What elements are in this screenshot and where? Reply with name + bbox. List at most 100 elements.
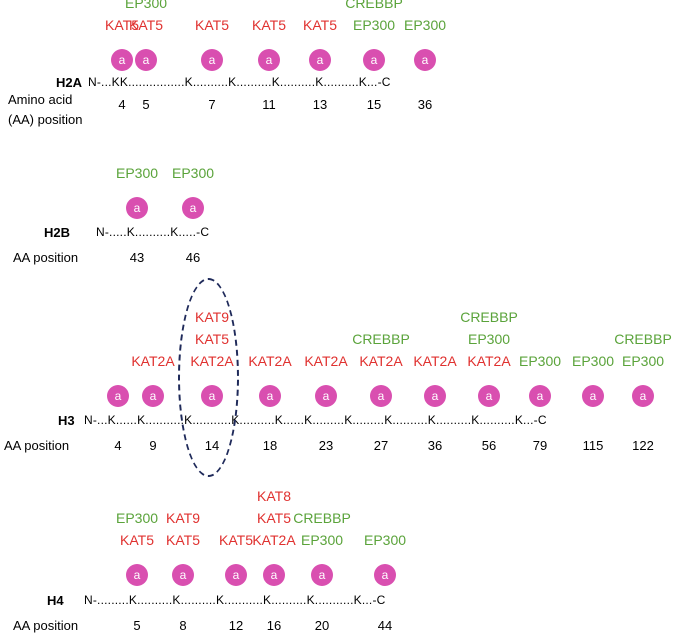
acetylation-mark: a: [529, 385, 551, 407]
position-label: AA position: [4, 438, 70, 453]
aa-position: 44: [377, 618, 393, 633]
aa-position: 43: [129, 250, 145, 265]
enzyme-label: CREBBP: [614, 331, 672, 347]
aa-position: 18: [262, 438, 278, 453]
enzyme-label: KAT8: [257, 488, 291, 504]
aa-position: 4: [118, 97, 126, 112]
aa-position: 122: [632, 438, 654, 453]
acetylation-mark: a: [374, 564, 396, 586]
enzyme-label: KAT2A: [359, 353, 403, 369]
acetylation-mark: a: [126, 564, 148, 586]
enzyme-label: EP300: [621, 353, 665, 369]
enzyme-label: KAT2A: [248, 353, 292, 369]
position-label: (AA) position: [8, 112, 83, 127]
histone-name: H2B: [44, 225, 71, 240]
histone-name: H4: [47, 593, 64, 608]
enzyme-label: EP300: [467, 331, 511, 347]
enzyme-label: CREBBP: [345, 0, 403, 11]
enzyme-label: EP300: [171, 165, 215, 181]
aa-position: 5: [133, 618, 141, 633]
acetylation-mark: a: [201, 49, 223, 71]
acetylation-mark: a: [135, 49, 157, 71]
enzyme-label: KAT5: [129, 17, 163, 33]
acetylation-mark: a: [259, 385, 281, 407]
acetylation-mark: a: [582, 385, 604, 407]
acetylation-mark: a: [225, 564, 247, 586]
enzyme-label: KAT5: [166, 532, 200, 548]
acetylation-mark: a: [311, 564, 333, 586]
aa-position: 7: [208, 97, 216, 112]
aa-position: 115: [582, 438, 604, 453]
aa-position: 36: [417, 97, 433, 112]
enzyme-label: EP300: [352, 17, 396, 33]
acetylation-mark: a: [126, 197, 148, 219]
sequence-line: N-.....K..........K.....-C: [96, 225, 210, 239]
enzyme-label: KAT5: [195, 17, 229, 33]
enzyme-label: EP300: [300, 532, 344, 548]
aa-position: 20: [314, 618, 330, 633]
acetylation-mark: a: [182, 197, 204, 219]
enzyme-label: EP300: [124, 0, 168, 11]
aa-position: 23: [318, 438, 334, 453]
position-label: AA position: [13, 618, 79, 633]
acetylation-mark: a: [107, 385, 129, 407]
acetylation-mark: a: [363, 49, 385, 71]
position-label: AA position: [13, 250, 79, 265]
enzyme-label: EP300: [363, 532, 407, 548]
sequence-line: N-...KK................K..........K.....…: [88, 75, 391, 89]
acetylation-mark: a: [309, 49, 331, 71]
acetylation-mark: a: [142, 385, 164, 407]
aa-position: 4: [114, 438, 122, 453]
aa-position: 15: [366, 97, 382, 112]
enzyme-label: CREBBP: [460, 309, 518, 325]
enzyme-label: KAT2A: [304, 353, 348, 369]
histone-name: H2A: [56, 75, 83, 90]
enzyme-label: KAT2A: [467, 353, 511, 369]
enzyme-label: EP300: [403, 17, 447, 33]
enzyme-label: EP300: [571, 353, 615, 369]
enzyme-label: KAT5: [120, 532, 154, 548]
enzyme-label: KAT5: [105, 17, 139, 33]
histone-name: H3: [58, 413, 75, 428]
acetylation-mark: a: [424, 385, 446, 407]
enzyme-label: CREBBP: [352, 331, 410, 347]
acetylation-mark: a: [263, 564, 285, 586]
aa-position: 27: [373, 438, 389, 453]
aa-position: 9: [149, 438, 157, 453]
enzyme-label: KAT2A: [131, 353, 175, 369]
acetylation-mark: a: [315, 385, 337, 407]
position-label: Amino acid: [8, 92, 73, 107]
acetylation-mark: a: [414, 49, 436, 71]
enzyme-label: KAT2A: [413, 353, 457, 369]
aa-position: 79: [532, 438, 548, 453]
aa-position: 56: [481, 438, 497, 453]
enzyme-label: EP300: [518, 353, 562, 369]
aa-position: 46: [185, 250, 201, 265]
aa-position: 8: [179, 618, 187, 633]
acetylation-mark: a: [258, 49, 280, 71]
enzyme-label: KAT5: [219, 532, 253, 548]
acetylation-mark: a: [478, 385, 500, 407]
aa-position: 36: [427, 438, 443, 453]
enzyme-label: CREBBP: [293, 510, 351, 526]
sequence-line: N-...K......K...........K...........K...…: [84, 413, 547, 427]
enzyme-label: EP300: [115, 510, 159, 526]
acetylation-mark: a: [172, 564, 194, 586]
enzyme-label: KAT2A: [252, 532, 296, 548]
enzyme-label: KAT5: [257, 510, 291, 526]
aa-position: 11: [262, 97, 276, 112]
acetylation-mark: a: [632, 385, 654, 407]
aa-position: 5: [142, 97, 150, 112]
enzyme-label: EP300: [115, 165, 159, 181]
highlight-ellipse: [178, 278, 239, 477]
enzyme-label: KAT5: [252, 17, 286, 33]
aa-position: 13: [312, 97, 328, 112]
acetylation-mark: a: [370, 385, 392, 407]
aa-position: 16: [266, 618, 282, 633]
enzyme-label: KAT5: [303, 17, 337, 33]
sequence-line: N-.........K..........K..........K......…: [84, 593, 386, 607]
acetylation-mark: a: [111, 49, 133, 71]
aa-position: 12: [228, 618, 244, 633]
enzyme-label: KAT9: [166, 510, 200, 526]
